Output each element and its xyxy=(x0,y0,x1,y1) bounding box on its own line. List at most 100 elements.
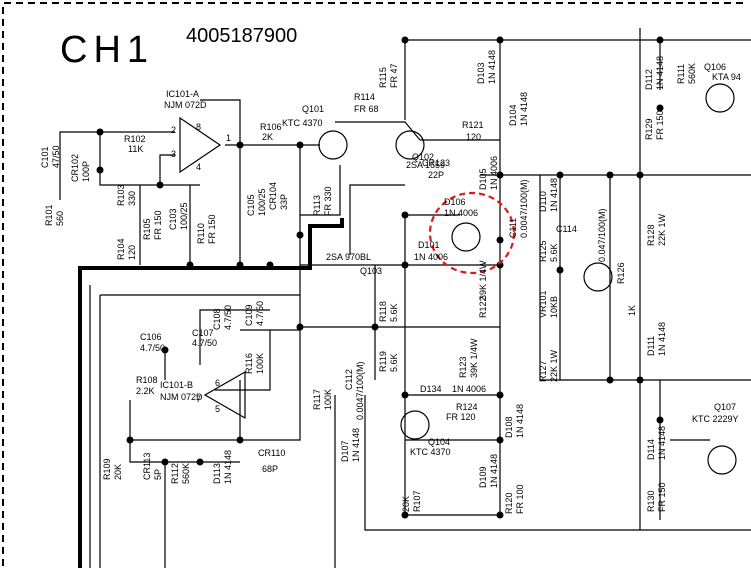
label-d105-val: 1N 4006 xyxy=(489,156,499,190)
label-r119-val: 5.6K xyxy=(389,353,399,372)
label-r123-val: 39K 1/4W xyxy=(469,338,479,378)
label-r115-val: FR 47 xyxy=(389,63,399,88)
label-d101-ref: D106 xyxy=(444,197,466,207)
label-ic101b-val: NJM 072D xyxy=(160,392,203,402)
label-d103-ref: D103 xyxy=(476,62,486,84)
label-c111-ref: Q103 xyxy=(360,266,382,276)
label-d113-val: 1N 4148 xyxy=(657,426,667,460)
label-r105-ref: R105 xyxy=(142,218,152,240)
label-c114-val: 1K xyxy=(627,305,637,316)
part-number: 4005187900 xyxy=(186,25,297,47)
label-r106-val: 2K xyxy=(262,132,273,142)
label-r107-ref: R109 xyxy=(102,458,112,480)
label-d105-ref: D105 xyxy=(478,168,488,190)
label-r121-val: 120 xyxy=(466,132,481,142)
label-q101-val: KTC 4370 xyxy=(282,118,323,128)
label-r128-val: 1N 4148 xyxy=(657,322,667,356)
label-r125-val: 5.6K xyxy=(549,243,559,262)
label-r124-val: FR 120 xyxy=(446,412,476,422)
label-d106-val: 0.0047/100(M) xyxy=(519,179,529,238)
label-c109-val: 100K xyxy=(255,353,265,374)
junction-dots xyxy=(96,36,664,519)
label-c106-ref: C106 xyxy=(140,332,162,342)
label-r119-ref: R119 xyxy=(378,351,388,372)
label-c112-val: 0.0047/100(M) xyxy=(355,361,365,420)
label-d134-ref: D134 xyxy=(420,384,442,394)
label-d134-val: 1N 4006 xyxy=(452,384,486,394)
label-q105-ref: C114 xyxy=(556,224,577,234)
label-r107-val: 20K xyxy=(113,464,123,480)
label-c111-val: 2SA 970BL xyxy=(326,252,371,262)
label-r109-val: 5P xyxy=(153,469,163,480)
label-r113-val: FR 330 xyxy=(323,186,333,216)
ic101b-symbol: 6 5 7 xyxy=(196,370,246,420)
label-r124-ref: R124 xyxy=(456,402,478,412)
label-r114-val: FR 68 xyxy=(354,104,379,114)
label-r116-ref: R117 xyxy=(312,389,322,410)
label-r112-ref: D113 xyxy=(212,463,222,484)
label-r128-ref: D111 xyxy=(646,336,656,356)
label-c105-ref: C105 xyxy=(246,194,256,216)
svg-text:3: 3 xyxy=(171,149,176,159)
svg-text:8: 8 xyxy=(196,122,201,132)
label-q104-val: KTC 4370 xyxy=(410,447,451,457)
vertical-labels: R101 560 C101 47/50 CR102 100P R103 330 … xyxy=(40,50,697,514)
label-ic101b-ref: IC101-B xyxy=(160,380,193,390)
component-labels: IC101-A NJM 072D IC101-B NJM 072D R102 1… xyxy=(124,62,741,474)
label-d114-ref: R130 xyxy=(646,490,656,512)
label-r106-ref: R106 xyxy=(260,122,282,132)
label-r117-val: 1N 4148 xyxy=(351,428,361,462)
svg-text:5: 5 xyxy=(215,404,220,414)
label-r108-ref: R108 xyxy=(136,375,158,385)
highlight-ring xyxy=(428,191,516,275)
label-c109-ref: R116 xyxy=(244,353,254,374)
label-c101-ref: C101 xyxy=(40,146,50,168)
label-r109-ref: CR113 xyxy=(142,453,152,480)
label-cr110-val: 68P xyxy=(262,464,278,474)
label-r122-ref: R122 xyxy=(478,296,488,318)
label-r104-ref: R104 xyxy=(116,238,126,260)
label-d107-val: 1N 4148 xyxy=(515,404,525,438)
label-r129-val: 560K xyxy=(687,63,697,84)
svg-text:7: 7 xyxy=(196,394,201,404)
label-c112-ref: C112 xyxy=(344,369,354,390)
label-d108-ref: D109 xyxy=(478,466,488,488)
label-r121-ref: R121 xyxy=(462,120,484,130)
label-cr113-ref: R112 xyxy=(170,463,180,484)
label-d114-val: FR 150 xyxy=(657,482,667,512)
label-r103-val: 330 xyxy=(127,191,137,206)
label-cr104-val: 33P xyxy=(279,194,289,210)
label-r127-val: 22K 1W xyxy=(657,213,667,246)
label-c107-val: 4.7/50 xyxy=(192,338,217,348)
label-r116-val: 100K xyxy=(323,389,333,410)
label-r112-val: 1N 4148 xyxy=(223,450,233,484)
label-c105-val: 100/25 xyxy=(257,188,267,216)
label-r118-val: 5.6K xyxy=(389,303,399,322)
label-q106-ref: Q106 xyxy=(704,62,726,72)
label-r104-val: 120 xyxy=(127,245,137,260)
label-ic101a-ref: IC101-A xyxy=(166,89,199,99)
label-d113-ref: D114 xyxy=(646,439,656,460)
label-q104-ref: Q104 xyxy=(428,437,450,447)
label-c114-ref: R126 xyxy=(616,262,626,284)
label-r126-val: 10KB xyxy=(549,296,559,318)
transistors xyxy=(318,83,737,475)
label-r115-ref: R115 xyxy=(378,67,388,88)
label-c107-ref: C107 xyxy=(192,328,214,338)
label-d112-ref: R129 xyxy=(644,118,654,140)
label-q107-val: KTC 2229Y xyxy=(692,414,739,424)
svg-text:6: 6 xyxy=(215,378,220,388)
label-c101-val: 47/50 xyxy=(51,145,61,168)
label-cr123-ref: CR123 xyxy=(422,158,450,168)
label-r118-ref: R118 xyxy=(378,301,388,322)
label-r122-val: 39K 1/4W xyxy=(478,260,488,300)
label-d109-ref: R120 xyxy=(504,492,514,514)
label-vr101-ref: R127 xyxy=(538,360,548,382)
label-r110-ref: R110 xyxy=(196,223,206,244)
label-d108-val: 1N 4148 xyxy=(489,454,499,488)
label-r123-ref: R123 xyxy=(458,356,468,378)
label-q105-val: 0.047/100(M) xyxy=(597,208,607,262)
